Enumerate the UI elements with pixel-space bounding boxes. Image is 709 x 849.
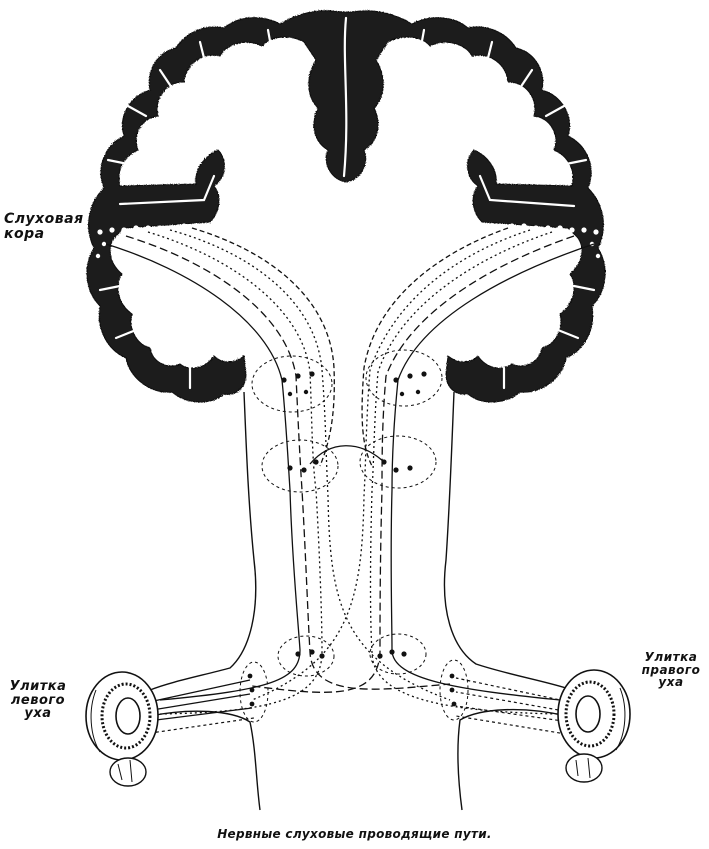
sulcus-right-sylvian xyxy=(478,174,576,208)
sulci xyxy=(98,16,596,390)
fibre-left-dot xyxy=(147,231,323,715)
sulcus-left-7 xyxy=(114,328,138,340)
sulcus-left-6 xyxy=(98,284,122,292)
brainstem-lower-right xyxy=(457,708,567,811)
fibre-right-dot2 xyxy=(251,229,531,701)
relay-nuclei xyxy=(239,349,469,723)
sulcus-right-1 xyxy=(418,28,426,54)
sulcus-left-1 xyxy=(266,28,274,54)
fibre-right-dash xyxy=(251,235,575,693)
brainstem-left-edge xyxy=(149,391,257,691)
label-auditory-cortex-line2: кора xyxy=(4,225,45,242)
fibre-right-dash2 xyxy=(361,227,509,467)
sulcus-right-7 xyxy=(556,328,580,340)
left-cochlea-round-window xyxy=(109,757,147,787)
right-cochlea xyxy=(557,669,631,783)
fibre-crossing-upper xyxy=(309,445,385,465)
nucleus-right-upper xyxy=(365,349,443,407)
sulcus-right-5 xyxy=(564,158,588,166)
sulcus-right-6 xyxy=(572,284,596,292)
label-left-cochlea-line2: левого xyxy=(10,692,66,708)
fibres-right xyxy=(251,227,595,715)
fibre-right-dot xyxy=(369,231,561,715)
sulcus-right-2 xyxy=(484,40,494,68)
label-right-cochlea: Улитка правого уха xyxy=(636,651,706,689)
fibre-left-dash2 xyxy=(191,227,335,467)
fibre-left-dash xyxy=(125,235,451,690)
fibres-left xyxy=(105,227,451,715)
left-cochlea-hatching xyxy=(90,689,101,753)
label-left-cochlea: Улитка левого уха xyxy=(6,680,70,721)
right-cochlea-inner xyxy=(575,695,601,733)
left-cochlea-inner xyxy=(115,697,141,735)
sulcus-left-5 xyxy=(106,158,130,166)
auditory-cortex-dots xyxy=(95,223,601,259)
nucleus-right-middle xyxy=(359,435,437,489)
fibre-right-solid xyxy=(390,243,595,701)
figure-caption: Нервные слуховые проводящие пути. xyxy=(217,827,492,841)
nucleus-left-upper xyxy=(251,355,333,413)
left-cochlea xyxy=(85,671,159,787)
sulcus-left-sylvian xyxy=(118,174,216,206)
fibre-left-solid xyxy=(105,243,301,701)
label-left-cochlea-line3: уха xyxy=(24,706,52,722)
label-left-cochlea-line1: Улитка xyxy=(9,679,67,694)
label-auditory-cortex-line1: Слуховая xyxy=(4,211,84,227)
sulcus-midline xyxy=(342,16,348,178)
fibre-left-dot2 xyxy=(169,229,451,701)
nucleus-right-cochlear xyxy=(439,659,469,721)
label-right-cochlea-line3: уха xyxy=(658,675,684,690)
right-cochlea-hatching xyxy=(615,687,626,751)
left-cochlea-ring xyxy=(100,682,152,750)
nucleus-left-lower xyxy=(277,635,335,677)
brainstem-outline xyxy=(149,391,567,811)
sulcus-right-3 xyxy=(518,68,534,90)
right-cochlea-round-window xyxy=(565,753,603,783)
label-right-cochlea-line2: правого xyxy=(641,662,701,677)
sulcus-right-4 xyxy=(544,104,566,118)
sulcus-left-2 xyxy=(198,40,208,68)
label-right-cochlea-line1: Улитка xyxy=(644,650,698,664)
brainstem-lower-left xyxy=(149,710,261,811)
nucleus-left-cochlear xyxy=(239,661,269,723)
synapse-dots xyxy=(247,371,457,707)
cochlear-nerves xyxy=(139,677,571,735)
nucleus-left-middle xyxy=(261,439,339,493)
brainstem-right-edge xyxy=(443,391,567,689)
right-cochlea-ring xyxy=(564,680,616,748)
sulcus-left-4 xyxy=(126,104,148,118)
nucleus-right-lower xyxy=(369,633,427,675)
sulcus-left-3 xyxy=(158,68,174,90)
label-auditory-cortex: Слуховая кора xyxy=(4,212,84,241)
